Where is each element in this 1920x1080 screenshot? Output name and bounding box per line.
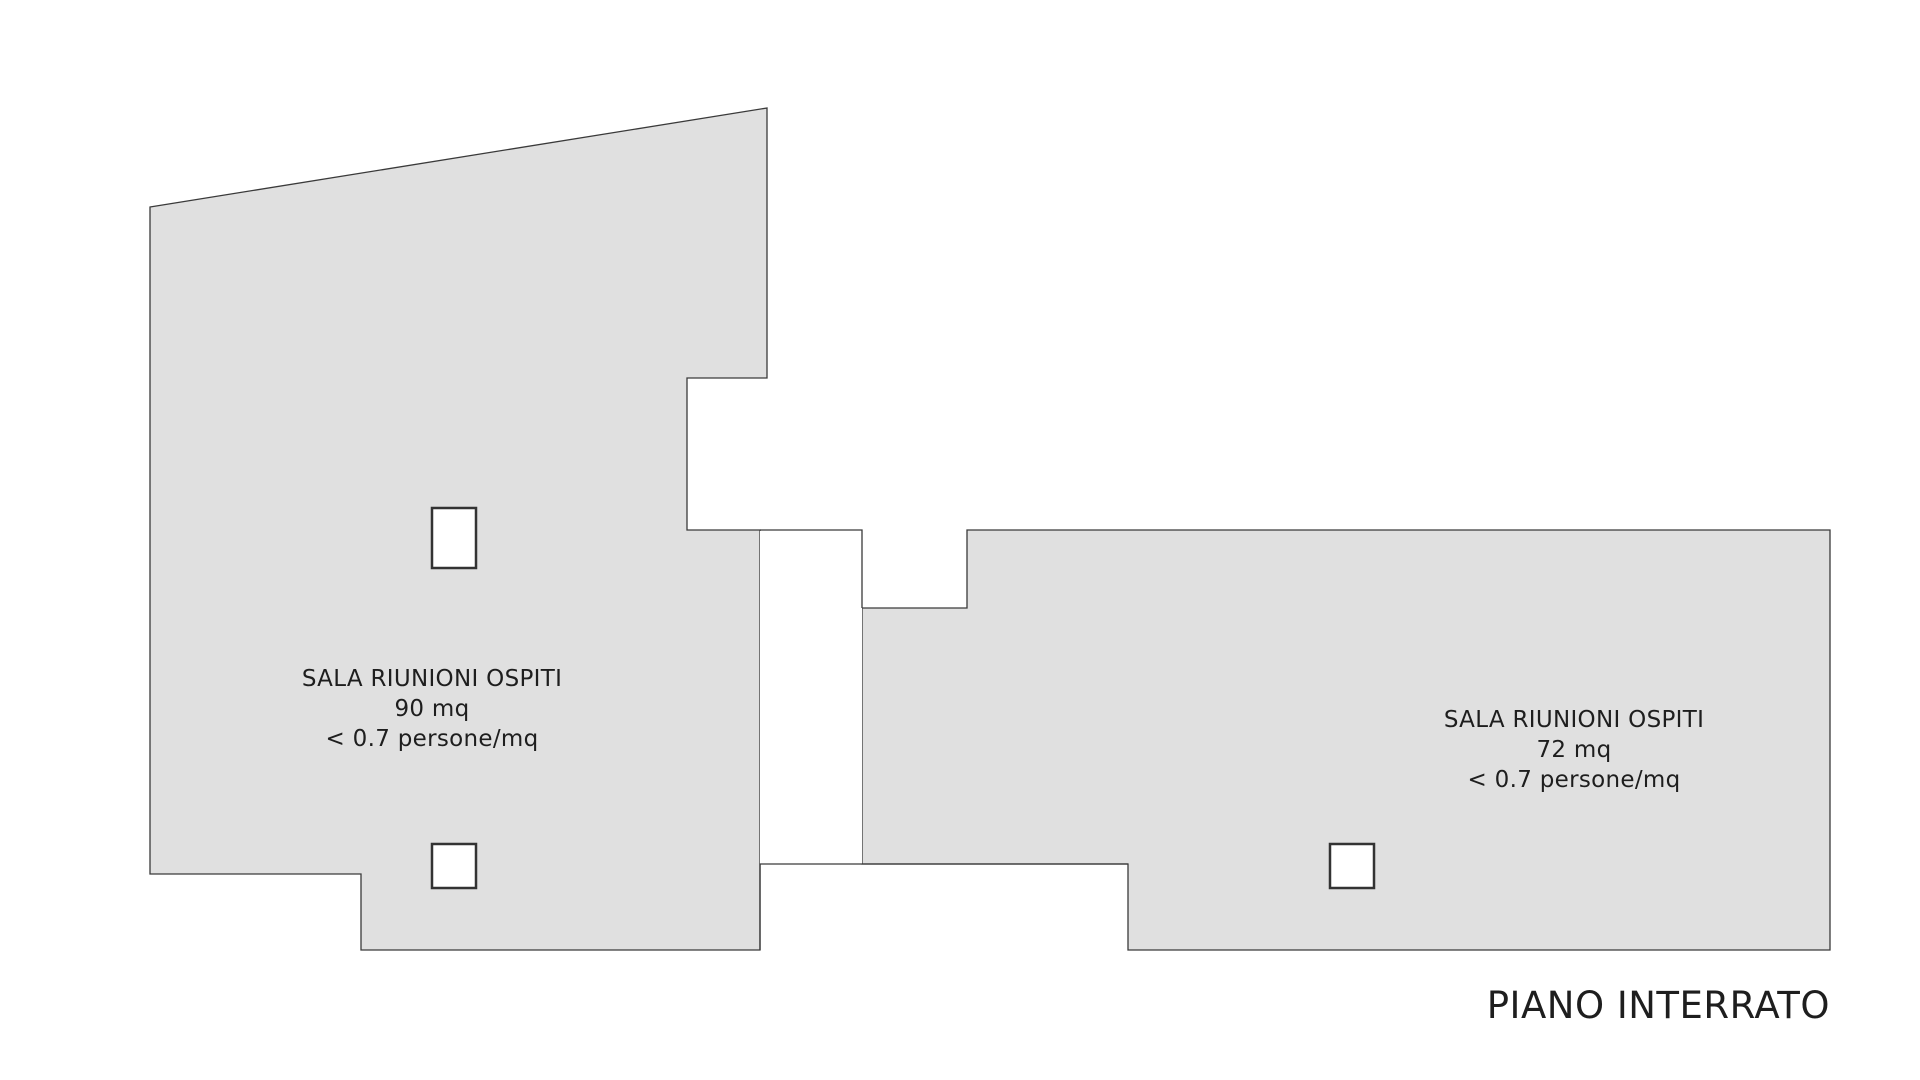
pillar-left-upper bbox=[430, 506, 478, 570]
room-left-area: 90 mq bbox=[394, 696, 469, 722]
corridor-outline-top bbox=[760, 529, 863, 608]
room-left-density: < 0.7 persone/mq bbox=[325, 726, 538, 752]
room-right-name: SALA RIUNIONI OSPITI bbox=[1444, 707, 1704, 733]
room-right-area: 72 mq bbox=[1536, 737, 1611, 763]
corridor-outline-bottom bbox=[759, 863, 1128, 950]
pillar-right bbox=[1328, 842, 1376, 890]
room-right-density: < 0.7 persone/mq bbox=[1467, 767, 1680, 793]
floor-title: PIANO INTERRATO bbox=[1487, 984, 1830, 1027]
room-left-name: SALA RIUNIONI OSPITI bbox=[302, 666, 562, 692]
corridor bbox=[760, 531, 862, 864]
pillar-left-lower bbox=[430, 842, 478, 890]
